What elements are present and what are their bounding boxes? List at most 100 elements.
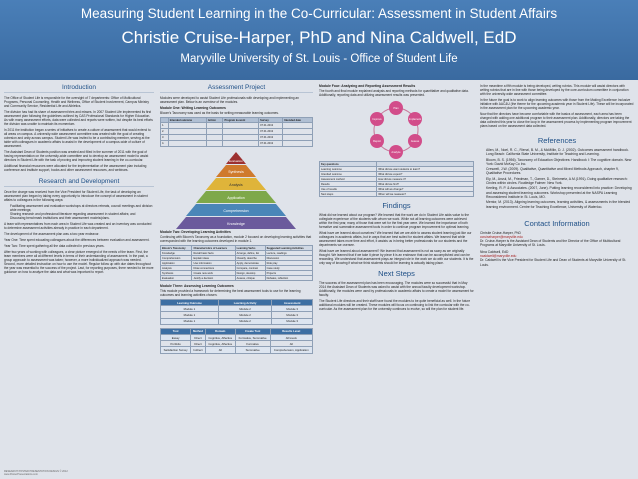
pyramid-label: Comprehension xyxy=(223,209,248,213)
research-p3: The development of the assessment plan w… xyxy=(4,232,100,236)
cycle-node xyxy=(370,112,384,126)
column-2: Assessment Project Modules were develope… xyxy=(160,84,313,464)
cycle-label: Implement xyxy=(409,117,421,121)
findings-p3: What have we learned about assessment? W… xyxy=(319,249,474,265)
pyramid-label: Knowledge xyxy=(227,222,245,226)
module-three-heading: Module Three: Assessing Learning Outcome… xyxy=(160,284,234,288)
contact-email-link[interactable]: ncaldwell@maryville.edu xyxy=(480,254,517,259)
cycle-label: Improve xyxy=(372,117,382,121)
pyramid-level-analysis xyxy=(206,178,266,190)
footer-credit: RESEARCH POSTER PRESENTATION DESIGN © 20… xyxy=(4,470,68,476)
contact-name: Christie Cruise-Harper, PhD xyxy=(480,230,521,235)
module-four-text: The fourth and final module explained an… xyxy=(319,89,469,97)
column-3: Module Four: Analyzing and Reporting Ass… xyxy=(319,84,474,464)
contact-block: Christie Cruise-Harper, PhD ccruiseharpe… xyxy=(480,231,634,267)
pyramid-label: Evaluation xyxy=(229,159,243,163)
pyramid-label: Application xyxy=(227,196,245,200)
column-4: In the meantime a fifth module is being … xyxy=(480,84,634,464)
learning-activities-table: Bloom's Taxonomy Characteristics of Lear… xyxy=(160,245,313,281)
table-cell: 07.01.2013 xyxy=(258,140,284,147)
pyramid-level-synthesis xyxy=(216,165,256,177)
table-cell: Debates, reflection xyxy=(264,275,313,281)
table-cell: When will we reassess? xyxy=(376,191,474,197)
pyramid-level-comprehension xyxy=(186,204,286,216)
research-bullets: Facilitating assessment and evaluation w… xyxy=(4,204,154,220)
reference-item: Mentor, M. (2013). Aligning learning out… xyxy=(486,200,634,209)
table-cell: 4. xyxy=(160,140,169,147)
pyramid-label: Analysis xyxy=(229,183,243,187)
findings-heading: Findings xyxy=(382,201,411,210)
table-cell: Satisfaction Survey xyxy=(160,346,192,354)
table-cell xyxy=(205,140,224,147)
table-cell xyxy=(282,140,313,147)
next-steps-p1: The success of the assessment plan has b… xyxy=(319,281,474,297)
research-p6: After two years of working with colleagu… xyxy=(4,250,154,274)
table-cell: Justify a decision xyxy=(191,275,236,281)
table-cell: All xyxy=(204,346,236,354)
module-one-text: Bloom's Taxonomy was used as the basis f… xyxy=(160,111,279,115)
table-cell: Next steps xyxy=(319,191,378,197)
intro-heading: Introduction xyxy=(4,84,154,93)
module-two-heading: Module Two: Developing Learning Activiti… xyxy=(160,230,231,234)
research-p5: Year Two: Time spent gathering all the d… xyxy=(4,244,105,248)
cycle-node xyxy=(408,134,422,148)
cycle-node xyxy=(370,134,384,148)
cycle-node xyxy=(408,112,422,126)
table-cell: Module 3 xyxy=(271,317,313,325)
column-1: Introduction The Office of Student Life … xyxy=(4,84,154,464)
next-steps-heading: Next Steps xyxy=(378,269,415,278)
research-bullet: Discussing benchmark institutions and th… xyxy=(10,216,154,220)
cycle-node xyxy=(389,101,403,115)
module-two-text: Continuing with Bloom's Taxonomy as a fo… xyxy=(160,235,312,243)
next-steps-p2: The Student Life directors and their sta… xyxy=(319,299,471,311)
module-three-text: This module provided a framework for det… xyxy=(160,289,301,297)
table-cell: Module 2 xyxy=(217,317,273,325)
poster-header: Measuring Student Learning in the Co-Cur… xyxy=(0,0,638,80)
module-four-heading: Module Four: Analyzing and Reporting Ass… xyxy=(319,84,416,88)
contact-bio: Dr. Cruise-Harper is the Assistant Dean … xyxy=(480,239,621,248)
cycle-node xyxy=(389,145,403,159)
cycle-label: Report xyxy=(373,139,381,143)
research-p4: Year One: Time spent educating colleague… xyxy=(4,238,150,242)
intro-p1: The Office of Student Life is responsibl… xyxy=(4,96,149,108)
assessment-tools-table: Tool Method Domain Create Tool Results L… xyxy=(160,327,313,354)
table-cell xyxy=(167,140,207,147)
intro-p5: Additional financial resources were allo… xyxy=(4,164,147,172)
reference-item: Creswell, J.W. (2009). Qualitative, Quan… xyxy=(486,167,634,176)
poster-authors: Christie Cruise-Harper, PhD and Nina Cal… xyxy=(121,28,517,47)
outcomes-table: Intended outcome Action Program & event … xyxy=(160,117,313,147)
poster-affiliation: Maryville University of St. Louis - Offi… xyxy=(180,53,458,65)
reference-item: Ely, M., Anzul, M., Friedman, T., Garner… xyxy=(486,177,634,186)
assessment-p1: Modules were developed to assist Student… xyxy=(160,96,299,104)
findings-p2: What have we learned about ourselves? We… xyxy=(319,231,472,247)
cycle-label: Analyze xyxy=(391,150,401,154)
module-one-heading: Module One: Writing Learning Outcomes xyxy=(160,106,226,110)
pyramid-label: Synthesis xyxy=(228,170,244,174)
contact-email-link[interactable]: ccruiseharper@maryville.edu xyxy=(480,234,523,239)
table-row: 2.07.01.2013 xyxy=(160,128,313,135)
col4-p3: Now that the directors have become comfo… xyxy=(480,112,632,128)
pyramid-level-evaluation xyxy=(226,152,246,164)
blooms-pyramid: Evaluation Synthesis Analysis Applicatio… xyxy=(176,152,296,229)
cycle-label: Plan xyxy=(393,106,399,110)
pyramid-level-knowledge xyxy=(176,217,296,229)
module-alignment-table: Learning Outcome Learning Activity Asses… xyxy=(160,298,313,325)
table-cell: Summative xyxy=(234,346,271,354)
reference-item: Keeling, R. P. & Associates. (2007, June… xyxy=(486,186,634,199)
research-bullet: Facilitating assessment and evaluation w… xyxy=(10,204,154,212)
contact-bio: Dr. Caldwell is the Vice President for S… xyxy=(480,258,627,267)
table-cell: Indirect xyxy=(190,346,206,354)
table-cell xyxy=(222,140,260,147)
poster-title: Measuring Student Learning in the Co-Cur… xyxy=(80,6,558,21)
findings-p1: What did we learned about our program? W… xyxy=(319,213,470,229)
intro-p3: In 2011 the institution began a series o… xyxy=(4,128,151,148)
assessment-cycle-diagram: Plan Implement Assess Analyze Report Imp… xyxy=(370,101,422,159)
intro-p2: The division has had its share of assess… xyxy=(4,110,153,126)
table-cell: Assess, critique xyxy=(234,275,266,281)
table-cell: Evaluation xyxy=(160,275,193,281)
col4-p1: In the meantime a fifth module is being … xyxy=(480,84,629,96)
references-list: Allen, M., Noel, R. C., Rienzi, B. M., &… xyxy=(480,148,634,209)
